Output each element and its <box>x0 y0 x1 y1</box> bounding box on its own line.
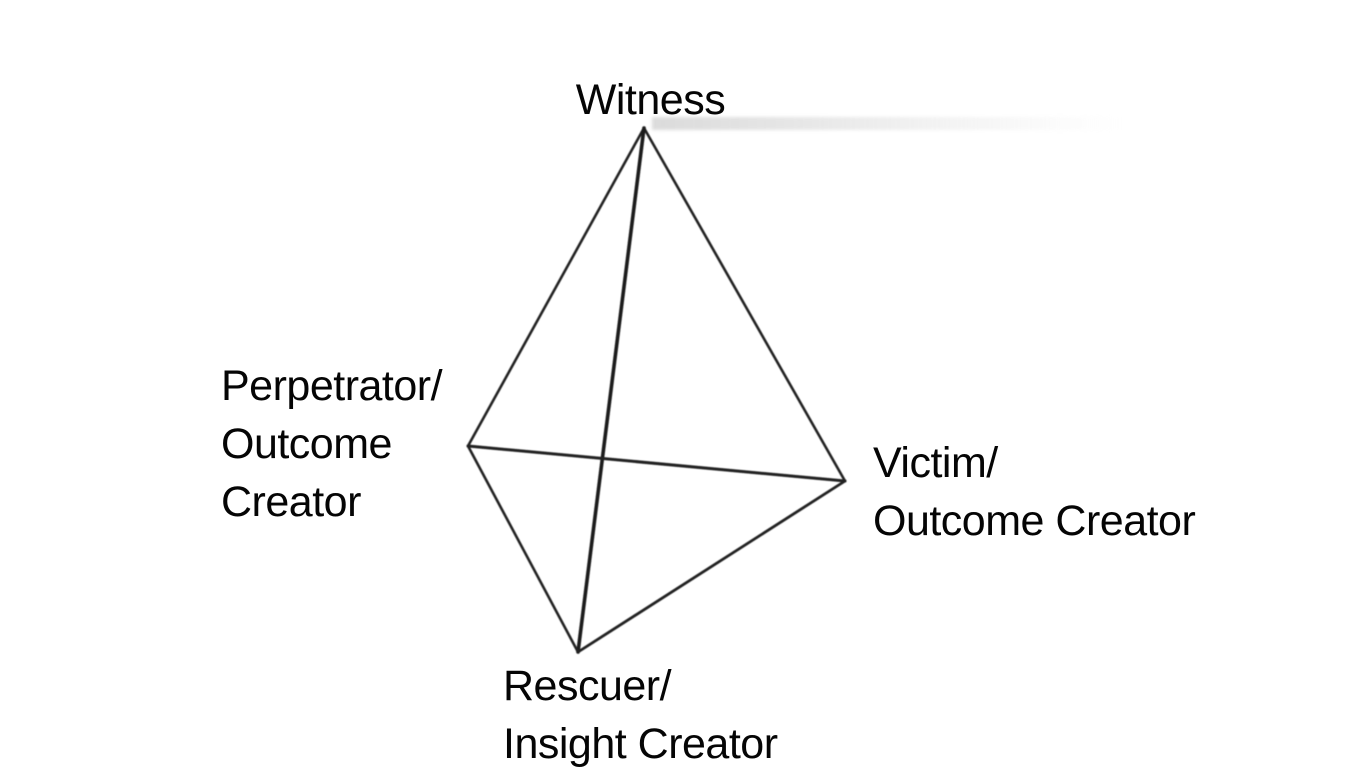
vertex-label-rescuer-line: Rescuer/ <box>503 662 672 710</box>
edge-top-right <box>642 126 847 483</box>
vertex-label-perpetrator-line: Creator <box>221 478 361 526</box>
vertex-label-perpetrator: Perpetrator/ Outcome Creator <box>221 357 443 531</box>
vertex-label-rescuer-line: Insight Creator <box>503 720 778 768</box>
vertex-label-witness: Witness <box>558 71 743 129</box>
vertex-label-victim: Victim/ Outcome Creator <box>873 434 1196 550</box>
vertex-label-victim-line: Victim/ <box>873 439 998 487</box>
vertex-label-witness-line: Witness <box>575 76 726 124</box>
vertex-label-victim-line: Outcome Creator <box>873 497 1196 545</box>
edge-left-right <box>466 444 847 483</box>
edge-bottom-right <box>576 479 847 654</box>
edge-top-left <box>466 126 646 448</box>
vertex-label-perpetrator-line: Outcome <box>221 420 392 468</box>
vertex-label-perpetrator-line: Perpetrator/ <box>221 362 443 410</box>
tetrahedron-edges <box>466 126 847 654</box>
edge-top-bottom <box>576 126 646 654</box>
vertex-label-rescuer: Rescuer/ Insight Creator <box>503 657 778 768</box>
edge-left-bottom <box>466 444 580 654</box>
